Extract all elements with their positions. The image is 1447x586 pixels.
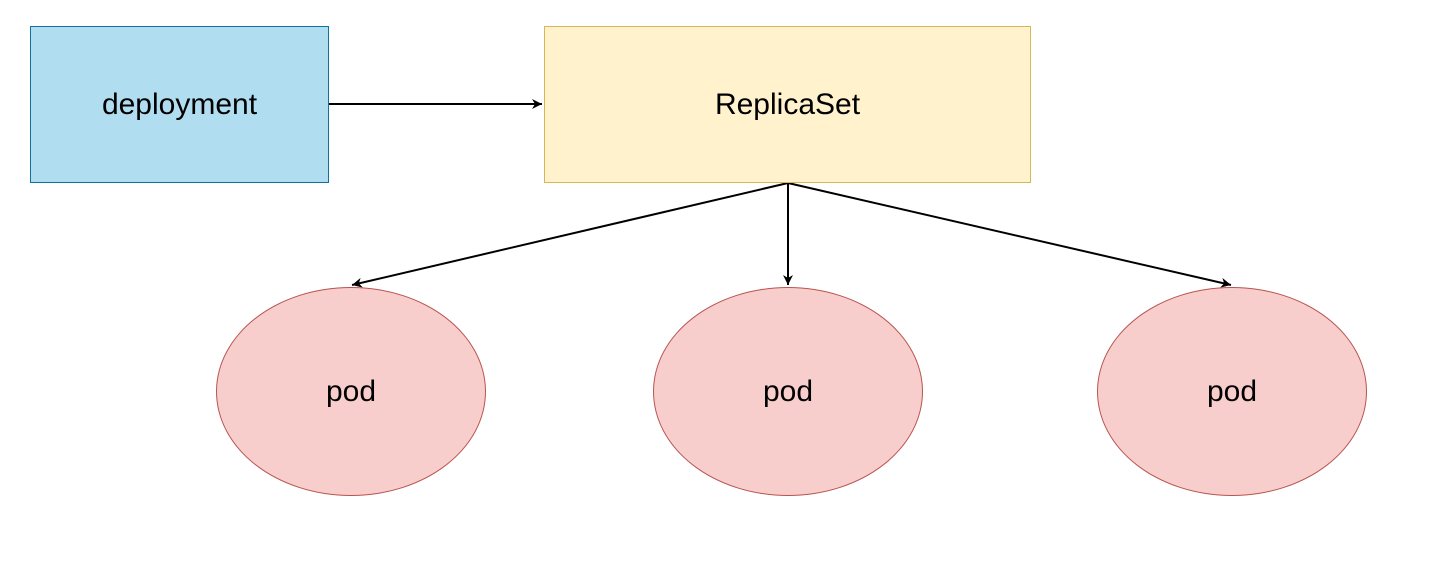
- edge-replicaset-to-pod-3: [787, 182, 1232, 288]
- deployment-node[interactable]: deployment: [30, 26, 329, 183]
- pod-label-3: pod: [1206, 374, 1258, 408]
- connector-layer: [329, 99, 1232, 288]
- pod-node-3[interactable]: pod: [1097, 287, 1367, 496]
- pod-node-2[interactable]: pod: [653, 287, 923, 496]
- pod-label-1: pod: [325, 374, 377, 408]
- edge-replicaset-to-pod-1: [351, 182, 789, 288]
- replicaset-node[interactable]: ReplicaSet: [544, 26, 1031, 183]
- replicaset-label: ReplicaSet: [714, 87, 861, 121]
- deployment-label: deployment: [101, 87, 258, 121]
- pod-node-1[interactable]: pod: [216, 287, 486, 496]
- pod-label-2: pod: [762, 374, 814, 408]
